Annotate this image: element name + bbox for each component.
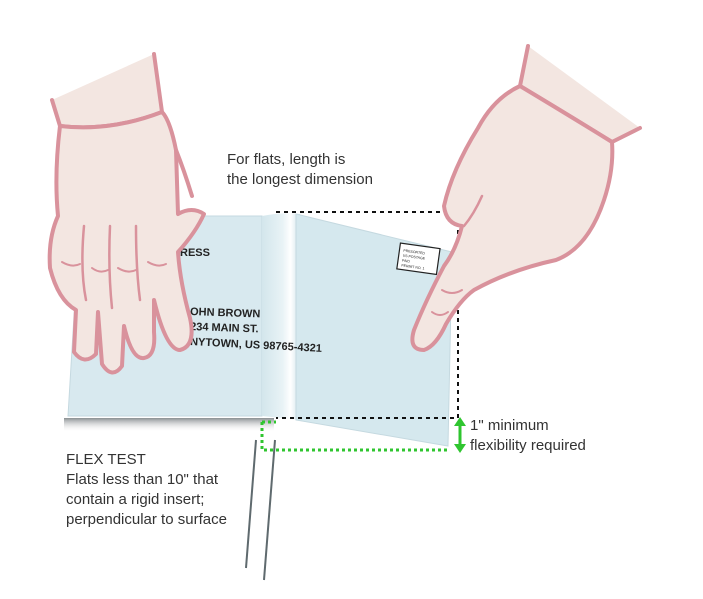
- rigid-insert-line: [245, 439, 257, 569]
- postage-line: PRESORTED: [403, 249, 426, 256]
- flexibility-caption: 1" minimum flexibility required: [470, 416, 586, 456]
- right-hand-icon: [410, 44, 642, 352]
- length-caption: For flats, length is the longest dimensi…: [227, 150, 373, 190]
- return-address: RESS: [180, 247, 210, 259]
- caption-line: perpendicular to surface: [66, 511, 227, 528]
- caption-line: the longest dimension: [227, 171, 373, 188]
- caption-line: Flats less than 10" that: [66, 471, 219, 488]
- left-hand-icon: [47, 52, 206, 375]
- postage-indicia: PRESORTED US POSTAGE PAID PERMIT NO. 1: [396, 242, 441, 276]
- caption-line: flexibility required: [470, 437, 586, 454]
- recipient-name: OHN BROWN: [190, 306, 261, 320]
- caption-line: contain a rigid insert;: [66, 491, 205, 508]
- recipient-street: 234 MAIN ST.: [190, 321, 259, 335]
- envelope-fold: [262, 213, 300, 420]
- caption-line: 1" minimum: [470, 417, 549, 434]
- length-dimension-outline: [276, 211, 459, 419]
- rigid-insert-line: [263, 439, 276, 581]
- postage-line: US POSTAGE: [402, 254, 425, 261]
- caption-line: For flats, length is: [227, 151, 346, 168]
- flex-test-title: FLEX TEST: [66, 451, 146, 468]
- postage-line: PAID: [402, 259, 411, 264]
- flex-test-caption: FLEX TEST Flats less than 10" that conta…: [66, 450, 227, 530]
- envelope-right-panel: [295, 213, 453, 447]
- double-arrow-icon: [454, 417, 466, 453]
- postage-line: PERMIT NO. 1: [401, 263, 425, 270]
- surface-shadow: [64, 418, 274, 432]
